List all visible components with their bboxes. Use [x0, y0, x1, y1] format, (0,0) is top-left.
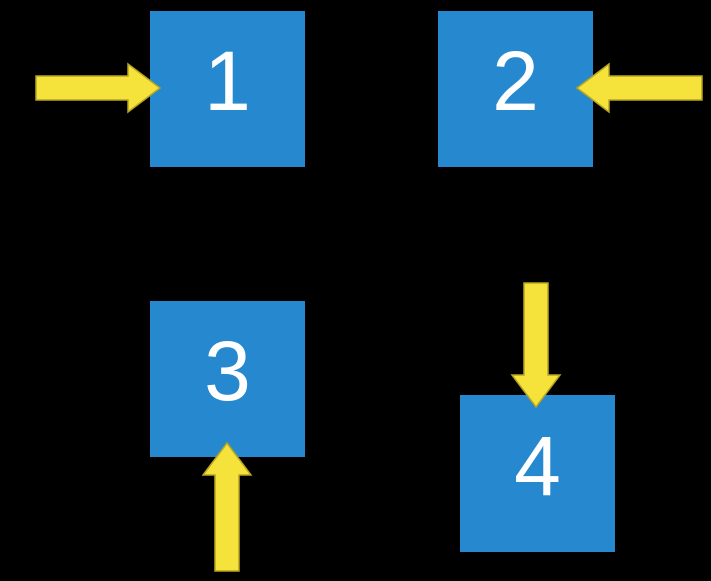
down-arrow-icon: [510, 282, 562, 409]
square-2[interactable]: 2: [438, 11, 593, 167]
right-arrow-shape: [35, 62, 162, 114]
up-arrow-icon: [201, 441, 253, 572]
square-2-number: 2: [492, 34, 539, 128]
square-1-number: 1: [204, 34, 251, 128]
down-arrow-shape: [510, 282, 562, 409]
square-4[interactable]: 4: [460, 395, 615, 552]
square-3[interactable]: 3: [150, 301, 305, 457]
square-3-number: 3: [204, 324, 251, 418]
right-arrow-icon: [35, 62, 162, 114]
square-4-number: 4: [514, 418, 561, 513]
up-arrow-shape: [201, 441, 253, 572]
left-arrow-icon: [575, 62, 703, 114]
square-1[interactable]: 1: [150, 11, 305, 167]
left-arrow-shape: [575, 62, 703, 114]
